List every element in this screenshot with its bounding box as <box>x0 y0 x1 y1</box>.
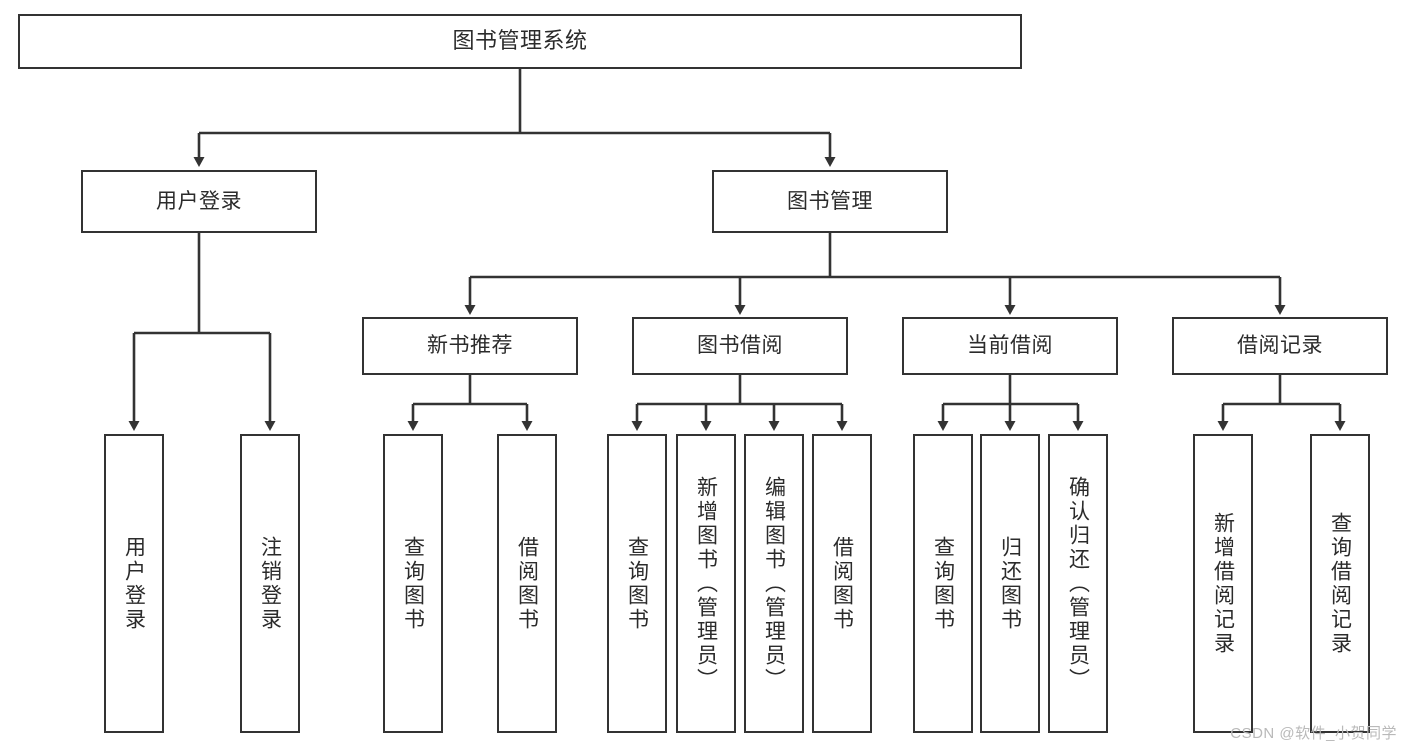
node-label: 图书管理 <box>787 189 873 213</box>
node-label: 当前借阅 <box>967 334 1053 358</box>
node-label: 新增借阅记录 <box>1211 511 1235 656</box>
leaf-current-borrow-return-book[interactable]: 归还图书 <box>980 434 1040 733</box>
leaf-borrow-record-add-record[interactable]: 新增借阅记录 <box>1193 434 1253 733</box>
leaf-current-borrow-query-book[interactable]: 查询图书 <box>913 434 973 733</box>
node-label: 查询借阅记录 <box>1328 511 1352 656</box>
leaf-new-book-query-book[interactable]: 查询图书 <box>383 434 443 733</box>
node-book-management[interactable]: 图书管理 <box>712 170 948 233</box>
leaf-book-borrow-borrow-book[interactable]: 借阅图书 <box>812 434 872 733</box>
node-label: 查询图书 <box>625 535 649 632</box>
node-label: 借阅图书 <box>830 535 854 632</box>
leaf-borrow-record-query-record[interactable]: 查询借阅记录 <box>1310 434 1370 733</box>
watermark-text: CSDN @软件_小贺同学 <box>1230 725 1397 742</box>
node-label: 归还图书 <box>998 535 1022 632</box>
node-label: 用户登录 <box>122 535 146 632</box>
leaf-book-borrow-add-book[interactable]: 新增图书（管理员） <box>676 434 736 733</box>
node-label: 新增图书（管理员） <box>694 475 718 692</box>
node-root-book-management-system[interactable]: 图书管理系统 <box>18 14 1022 69</box>
node-current-borrow[interactable]: 当前借阅 <box>902 317 1118 375</box>
leaf-book-borrow-edit-book[interactable]: 编辑图书（管理员） <box>744 434 804 733</box>
node-borrow-record[interactable]: 借阅记录 <box>1172 317 1388 375</box>
leaf-new-book-borrow-book[interactable]: 借阅图书 <box>497 434 557 733</box>
node-label: 借阅图书 <box>515 535 539 632</box>
node-label: 用户登录 <box>156 189 242 213</box>
node-label: 图书借阅 <box>697 334 783 358</box>
leaf-user-login-logout[interactable]: 注销登录 <box>240 434 300 733</box>
node-label: 编辑图书（管理员） <box>762 475 786 692</box>
node-label: 确认归还（管理员） <box>1066 475 1090 692</box>
node-label: 注销登录 <box>258 535 282 632</box>
leaf-book-borrow-query-book[interactable]: 查询图书 <box>607 434 667 733</box>
node-label: 查询图书 <box>401 535 425 632</box>
node-user-login[interactable]: 用户登录 <box>81 170 317 233</box>
node-new-book-recommend[interactable]: 新书推荐 <box>362 317 578 375</box>
node-label: 图书管理系统 <box>452 28 588 54</box>
node-book-borrow[interactable]: 图书借阅 <box>632 317 848 375</box>
node-label: 查询图书 <box>931 535 955 632</box>
node-label: 借阅记录 <box>1237 334 1323 358</box>
leaf-current-borrow-confirm-return[interactable]: 确认归还（管理员） <box>1048 434 1108 733</box>
node-label: 新书推荐 <box>427 334 513 358</box>
leaf-user-login-login[interactable]: 用户登录 <box>104 434 164 733</box>
